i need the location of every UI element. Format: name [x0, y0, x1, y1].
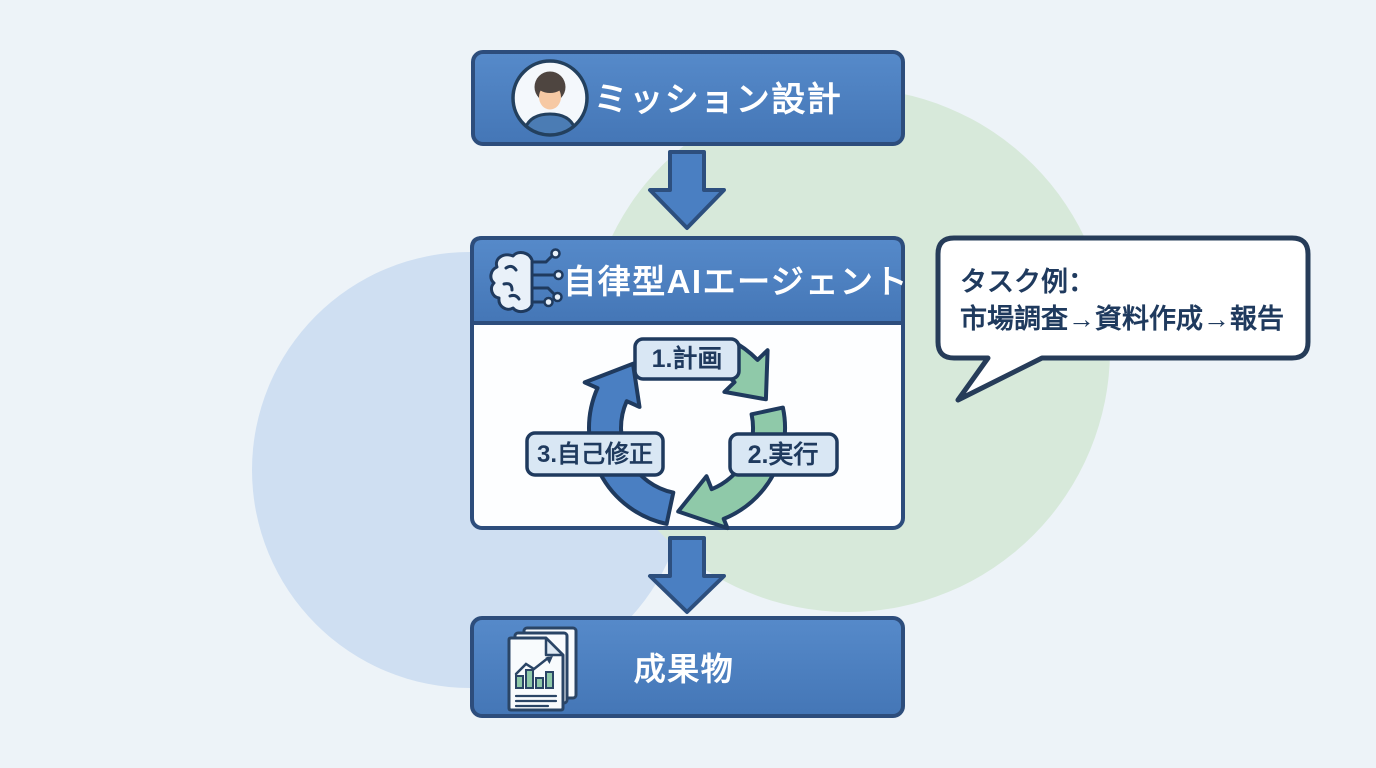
cycle-step-plan: 1.計画: [633, 337, 741, 381]
cycle-step-self-correct-label: 3.自己修正: [537, 440, 653, 468]
callout-bubble: [935, 235, 1311, 403]
deliverable-label: 成果物: [634, 651, 735, 687]
cycle-step-self-correct: 3.自己修正: [525, 431, 665, 477]
down-arrow-icon-1: [648, 150, 726, 230]
cycle-step-execute-label: 2.実行: [748, 440, 819, 469]
user-avatar-icon: [511, 59, 589, 137]
flow-node-deliverable: 成果物: [470, 616, 905, 718]
deliverable-box: [470, 616, 905, 718]
agent-box-header: [470, 236, 905, 325]
ai-brain-icon: [489, 248, 564, 314]
flow-node-agent: 1.計画 2.実行 3.自己修正 自律型AIエージェント: [470, 236, 909, 531]
cycle-step-execute: 2.実行: [728, 432, 839, 477]
flow-node-mission: ミッション設計: [471, 50, 905, 146]
callout-line-2: 市場調査→資料作成→報告: [960, 303, 1284, 334]
down-arrow-icon-2: [648, 536, 726, 614]
report-documents-icon: [507, 626, 578, 712]
cycle-step-plan-label: 1.計画: [652, 344, 723, 373]
callout-line-1: タスク例：: [960, 267, 1095, 297]
task-example-callout: タスク例： 市場調査→資料作成→報告: [935, 235, 1311, 403]
mission-label: ミッション設計: [594, 81, 843, 119]
agent-label: 自律型AIエージェント: [563, 263, 909, 300]
